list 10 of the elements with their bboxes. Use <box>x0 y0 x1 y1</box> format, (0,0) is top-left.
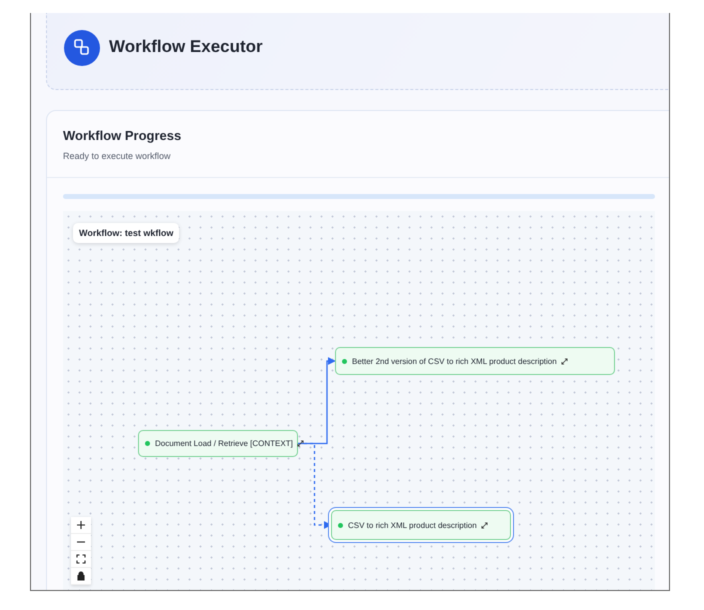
node-label: Better 2nd version of CSV to rich XML product description <box>352 356 557 366</box>
connector-arrow <box>298 357 336 444</box>
status-text: Ready to execute workflow <box>63 151 171 161</box>
section-heading: Workflow Progress <box>63 128 182 143</box>
process-node <box>335 347 615 375</box>
page-title: Workflow Executor <box>109 37 263 57</box>
node-label: CSV to rich XML product description <box>348 520 477 530</box>
process-node <box>331 510 511 540</box>
workflow-name-panel: Workflow: test wkflow <box>73 223 180 243</box>
node-label: Document Load / Retrieve [CONTEXT] <box>155 439 293 448</box>
